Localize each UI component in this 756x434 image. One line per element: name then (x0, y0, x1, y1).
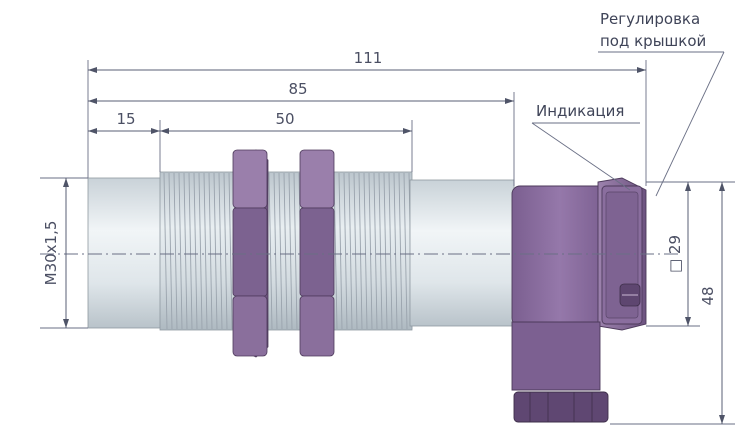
thread-line (203, 172, 208, 330)
thread-line (178, 172, 183, 330)
thread-line (353, 172, 358, 330)
thread-line (388, 172, 393, 330)
thread-line (348, 172, 353, 330)
thread-line (338, 172, 343, 330)
thread-line (163, 172, 168, 330)
extension-lines (40, 60, 735, 425)
thread-line (383, 172, 388, 330)
thread-line (213, 172, 218, 330)
thread-line (368, 172, 373, 330)
thread-line (273, 172, 278, 330)
thread-line (333, 172, 338, 330)
thread-line (228, 172, 233, 330)
leader-lines (531, 51, 725, 197)
thread-line (398, 172, 403, 330)
threaded-section (159, 171, 413, 331)
note-adjustment-line1: Регулировка (600, 10, 700, 28)
thread-line (343, 172, 348, 330)
thread-line (358, 172, 363, 330)
thread-line (208, 172, 213, 330)
thread-line (168, 172, 173, 330)
dim-111-label: 111 (354, 49, 383, 67)
thread-line (293, 172, 298, 330)
dim-15-label: 15 (116, 110, 135, 128)
thread-line (378, 172, 383, 330)
thread-line (278, 172, 283, 330)
rear-cylinder (409, 179, 515, 327)
thread-line (373, 172, 378, 330)
thread-line (283, 172, 288, 330)
thread-line (223, 172, 228, 330)
dim-50-label: 50 (275, 110, 294, 128)
note-adjustment-line2: под крышкой (600, 32, 706, 50)
dim-thread-size-label: M30x1,5 (42, 221, 60, 286)
thread-line (173, 172, 178, 330)
thread-line (268, 172, 273, 330)
thread-line (288, 172, 293, 330)
dim-48-label: 48 (699, 286, 717, 305)
thread-line (218, 172, 223, 330)
arrowheads (63, 67, 725, 424)
front-cylinder (87, 177, 163, 329)
thread-line (193, 172, 198, 330)
nut-right (299, 149, 335, 357)
dimension-lines (65, 69, 723, 424)
thread-line (363, 172, 368, 330)
thread-line (183, 172, 188, 330)
thread-line (198, 172, 203, 330)
dim-85-label: 85 (288, 80, 307, 98)
thread-line (393, 172, 398, 330)
note-indication: Индикация (536, 102, 624, 120)
thread-line (188, 172, 193, 330)
dim-square-label: □ 29 (666, 235, 684, 273)
connector-head (511, 177, 647, 423)
thread-line (403, 172, 408, 330)
